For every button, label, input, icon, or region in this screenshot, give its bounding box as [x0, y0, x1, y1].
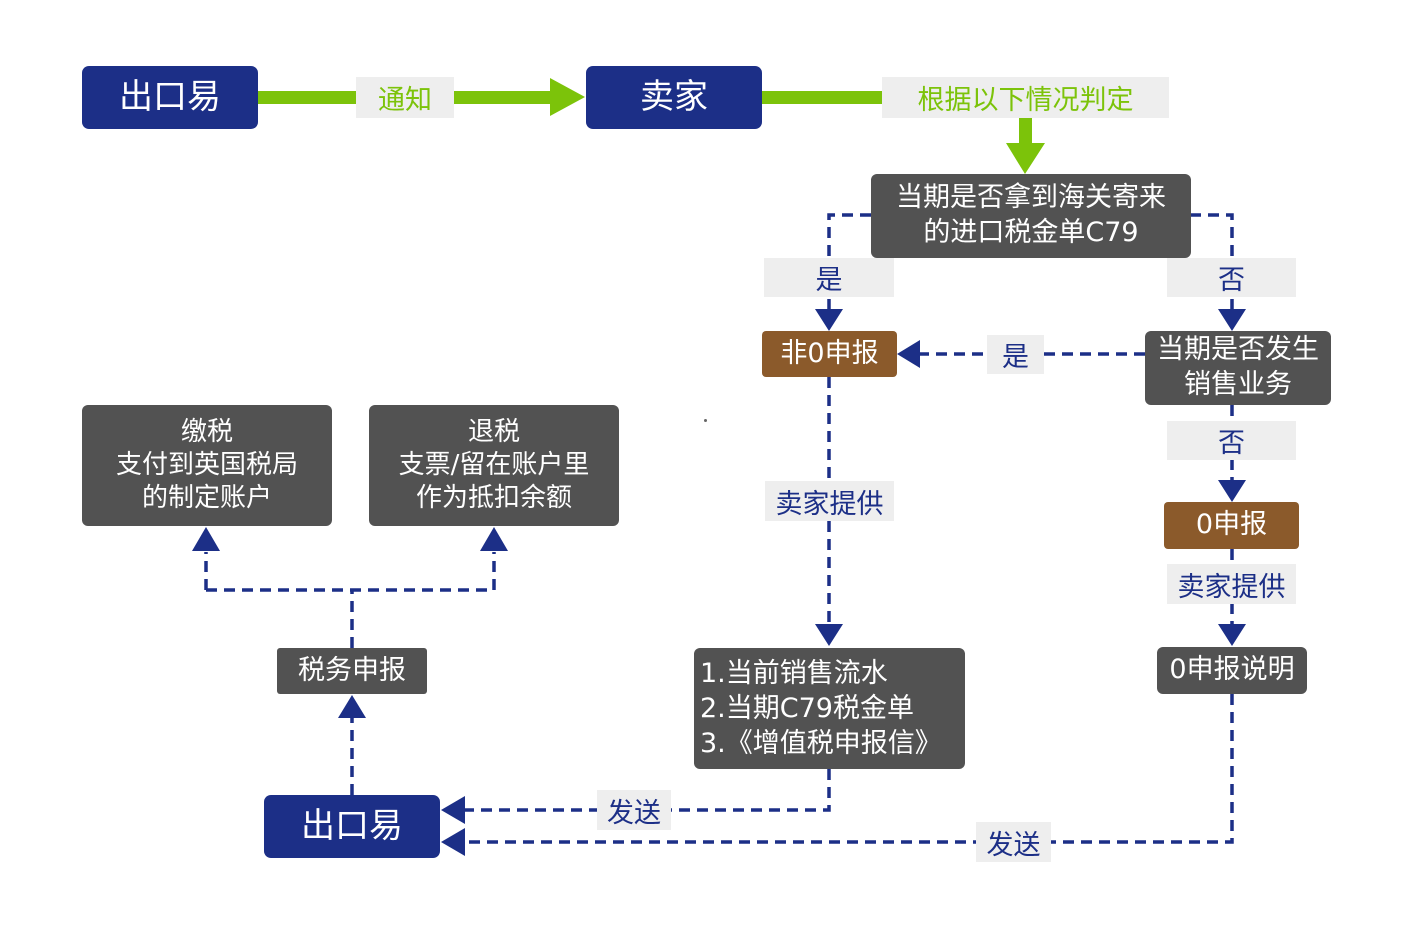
- node-sales-question: 当期是否发生 销售业务: [1145, 331, 1331, 405]
- arrowhead-zero-note: [1218, 624, 1246, 646]
- green-arrowhead-seller: [550, 78, 585, 116]
- green-line-determine-down: [1019, 118, 1032, 143]
- arrowhead-tax-filing: [338, 695, 366, 718]
- arrowhead-zero-filing: [1218, 480, 1246, 502]
- dashed-c79-no: [1190, 213, 1234, 310]
- node-zero-filing-note: 0申报说明: [1157, 647, 1307, 694]
- label-seller-provides-note: 卖家提供: [1167, 564, 1296, 604]
- refund-line-2: 支票/留在账户里: [398, 449, 590, 480]
- label-notify: 通知: [356, 77, 454, 118]
- node-zero-filing: 0申报: [1164, 502, 1299, 549]
- arrowhead-exporter-docs: [441, 796, 465, 824]
- label-determine: 根据以下情况判定: [882, 77, 1169, 118]
- label-no-sales: 否: [1167, 421, 1296, 460]
- node-documents: 1.当前销售流水 2.当期C79税金单 3.《增值税申报信》: [694, 648, 965, 769]
- arrowhead-pay-tax: [192, 527, 220, 551]
- arrowhead-refund: [480, 527, 508, 551]
- arrowhead-exporter-note: [441, 828, 465, 856]
- c79-question-line-2: 的进口税金单C79: [923, 217, 1139, 248]
- tax-filing-text: 税务申报: [298, 654, 406, 686]
- documents-line-3: 3.《增值税申报信》: [700, 728, 942, 760]
- c79-question-line-1: 当期是否拿到海关寄来: [896, 182, 1166, 214]
- node-tax-filing: 税务申报: [277, 648, 427, 694]
- node-exporter-top: 出口易: [82, 66, 258, 129]
- stray-dot: [704, 419, 707, 422]
- dashed-connectors: [204, 213, 1234, 844]
- dashed-docs-send: [462, 769, 831, 812]
- label-no-c79: 否: [1167, 258, 1296, 297]
- node-exporter-bottom: 出口易: [264, 795, 440, 858]
- node-pay-tax: 缴税 支付到英国税局 的制定账户: [82, 405, 332, 526]
- label-yes-sales: 是: [987, 335, 1044, 374]
- node-non-zero-filing: 非0申报: [762, 331, 897, 377]
- non-zero-filing-text: 非0申报: [780, 337, 879, 369]
- dashed-note-send: [462, 694, 1234, 844]
- pay-tax-line-3: 的制定账户: [141, 483, 272, 514]
- label-send-docs: 发送: [597, 790, 671, 830]
- label-yes-c79: 是: [764, 258, 894, 297]
- dashed-c79-yes: [827, 213, 871, 310]
- sales-question-line-2: 销售业务: [1184, 369, 1292, 400]
- dashed-tax-split: [204, 552, 496, 648]
- label-send-note: 发送: [976, 822, 1051, 862]
- node-exporter-bottom-text: 出口易: [301, 805, 403, 846]
- node-refund: 退税 支票/留在账户里 作为抵扣余额: [369, 405, 619, 526]
- dashed-arrowheads: [192, 309, 1246, 856]
- arrowhead-sales-question: [1218, 309, 1246, 331]
- refund-line-1: 退税: [467, 416, 520, 447]
- zero-filing-note-text: 0申报说明: [1169, 654, 1295, 686]
- node-c79-question: 当期是否拿到海关寄来 的进口税金单C79: [871, 174, 1191, 258]
- refund-line-3: 作为抵扣余额: [415, 483, 572, 514]
- node-seller: 卖家: [586, 66, 762, 129]
- pay-tax-line-2: 支付到英国税局: [115, 449, 298, 480]
- green-arrowhead-c79: [1006, 143, 1045, 174]
- zero-filing-text: 0申报: [1195, 509, 1268, 541]
- label-seller-provides-docs: 卖家提供: [765, 481, 894, 521]
- arrowhead-documents: [815, 624, 843, 646]
- node-exporter-top-text: 出口易: [119, 76, 221, 117]
- arrowhead-nonzero-left: [897, 340, 920, 368]
- documents-line-1: 1.当前销售流水: [700, 657, 888, 689]
- arrowhead-nonzero: [815, 309, 843, 331]
- documents-line-2: 2.当期C79税金单: [700, 692, 914, 724]
- sales-question-line-1: 当期是否发生: [1157, 334, 1319, 366]
- node-seller-text: 卖家: [640, 76, 708, 117]
- pay-tax-line-1: 缴税: [180, 416, 233, 447]
